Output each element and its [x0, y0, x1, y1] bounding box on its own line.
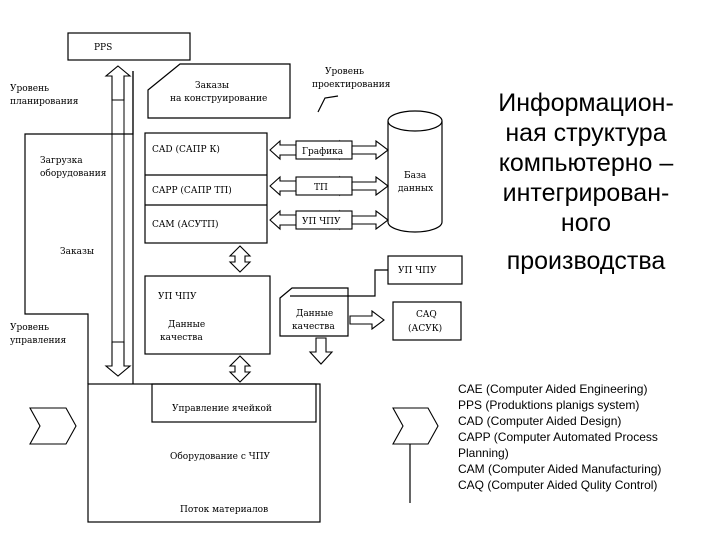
pps-label: PPS [94, 43, 112, 53]
database-cylinder [387, 121, 443, 233]
title-line: компьютерно – [498, 149, 674, 177]
design-orders-label-1: Заказы [195, 81, 229, 91]
abbreviations-legend: CAE (Computer Aided Engineering) PPS (Pr… [458, 381, 714, 493]
cell-control-box [151, 383, 317, 423]
title-line: интегрирован- [502, 179, 670, 207]
cell-control-label: Управление ячейкой [172, 404, 272, 414]
orders-label: Заказы [60, 247, 94, 257]
cam-label: CAM (АСУТП) [152, 219, 219, 230]
legend-item: PPS (Produktions planigs system) [458, 398, 640, 412]
quality-data-label-1: Данные [296, 309, 333, 319]
graphics-label: Графика [302, 147, 344, 157]
design-level-label-2: проектирования [312, 80, 391, 90]
quality-data-inner-label-2: качества [160, 333, 203, 343]
up-chpu-right-label: УП ЧПУ [398, 266, 437, 276]
database-label-1: База [404, 171, 427, 181]
design-orders-box [147, 63, 291, 119]
design-cam-arrow [228, 245, 252, 273]
pps-box [67, 32, 191, 61]
legend-item: CAQ (Computer Aided Qulity Control) [458, 478, 658, 492]
caq-label-1: CAQ [416, 310, 437, 320]
quality-caq-arrow [349, 309, 385, 331]
capp-label: CAPP (САПР ТП) [152, 185, 232, 196]
control-level-label-2: управления [10, 336, 67, 346]
legend-item: CAPP (Computer Automated Process [458, 430, 658, 444]
title-line: производства [506, 247, 666, 275]
title-line: ного [560, 209, 612, 237]
material-flow-out-chevron [392, 407, 439, 445]
caq-label-2: (АСУК) [408, 323, 442, 334]
planning-level-label-2: планирования [10, 97, 79, 107]
cnc-equipment-label: Оборудование с ЧПУ [170, 451, 271, 462]
equipment-load-label-2: оборудования [40, 168, 107, 179]
caq-box [392, 301, 462, 341]
control-level-label-1: Уровень [10, 323, 49, 333]
title-line: ная структура [505, 119, 667, 147]
material-flow-label: Поток материалов [180, 505, 268, 515]
legend-item: CAD (Computer Aided Design) [458, 414, 622, 428]
design-level-pointer [317, 95, 339, 113]
equipment-load-label-1: Загрузка [40, 156, 83, 166]
up-chpu-label: УП ЧПУ [302, 217, 341, 227]
vertical-flow-arrow-up [104, 65, 132, 101]
legend-item: CAE (Computer Aided Engineering) [458, 382, 648, 396]
quality-data-box [279, 287, 349, 337]
tp-label: ТП [314, 183, 328, 193]
vertical-flow-arrow-down [104, 341, 132, 377]
page-title: Информацион- ная структура компьютерно –… [468, 88, 704, 276]
quality-data-inner-label-1: Данные [168, 320, 205, 330]
database-label-2: данных [398, 184, 433, 194]
cam-group-box [144, 275, 271, 355]
design-orders-label-2: на конструирование [170, 94, 267, 104]
design-level-label-1: Уровень [325, 67, 364, 77]
up-chpu-inner-label: УП ЧПУ [158, 292, 197, 302]
design-group-box [144, 132, 268, 244]
quality-data-label-2: качества [292, 322, 335, 332]
planning-level-label-1: Уровень [10, 84, 49, 94]
cad-label: CAD (САПР К) [152, 144, 220, 155]
cam-cell-arrow [228, 355, 252, 383]
quality-down-arrow [308, 337, 334, 365]
material-flow-in-chevron [29, 407, 77, 445]
legend-item: CAM (Computer Aided Manufacturing) [458, 462, 662, 476]
legend-item: Planning) [458, 446, 509, 460]
title-line: Информацион- [498, 89, 674, 117]
